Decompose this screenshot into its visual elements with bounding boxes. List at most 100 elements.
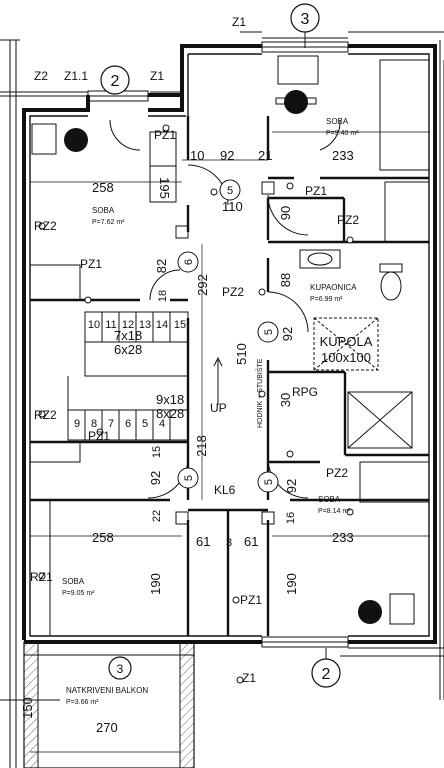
svg-text:10: 10 — [88, 319, 100, 331]
svg-text:3: 3 — [226, 537, 232, 549]
svg-text:92: 92 — [284, 479, 299, 493]
svg-text:5: 5 — [227, 185, 233, 197]
svg-text:270: 270 — [96, 720, 118, 735]
kupola-skylight — [313, 317, 379, 371]
axis-bubble-bottom-right: 2 — [311, 648, 341, 688]
dimension-lines — [30, 131, 430, 753]
svg-text:SOBA: SOBA — [326, 117, 349, 126]
room-labels: SOBA P=9.40 m² SOBA P=7.62 m² KUPAONICA … — [62, 117, 359, 706]
kupola-label: KUPOLA 100x100 — [320, 334, 373, 365]
svg-text:61: 61 — [244, 534, 258, 549]
svg-text:SOBA: SOBA — [62, 577, 85, 586]
svg-text:SOBA: SOBA — [318, 495, 341, 504]
svg-text:RZ1: RZ1 — [30, 570, 53, 584]
svg-text:P=7.62 m²: P=7.62 m² — [92, 219, 125, 226]
svg-text:PZ2: PZ2 — [326, 466, 348, 480]
balcony — [23, 641, 195, 768]
svg-text:92: 92 — [148, 471, 163, 485]
svg-text:Z1: Z1 — [242, 671, 256, 685]
stair-labels: 10 11 12 13 14 15 7x18 6x28 9x18 8x28 9 … — [74, 319, 186, 430]
svg-text:PZ2: PZ2 — [222, 285, 244, 299]
svg-text:Z1: Z1 — [232, 15, 246, 29]
svg-text:92: 92 — [220, 148, 234, 163]
svg-text:3: 3 — [117, 662, 124, 676]
axis-bubble-left: 2 — [100, 65, 130, 95]
svg-text:P=9.05 m²: P=9.05 m² — [62, 590, 95, 597]
svg-text:2: 2 — [111, 73, 120, 90]
svg-text:218: 218 — [194, 435, 209, 457]
svg-text:P=3.66 m²: P=3.66 m² — [66, 699, 99, 706]
svg-text:PZ1: PZ1 — [240, 593, 262, 607]
svg-text:22: 22 — [151, 510, 163, 522]
svg-text:4: 4 — [159, 418, 165, 430]
svg-text:9: 9 — [74, 418, 80, 430]
svg-text:10: 10 — [190, 148, 204, 163]
svg-text:510: 510 — [234, 343, 249, 365]
svg-text:KUPOLA: KUPOLA — [320, 334, 373, 349]
svg-text:Z1.1: Z1.1 — [64, 69, 88, 83]
svg-text:292: 292 — [195, 274, 210, 296]
door-number-circles: 5 6 5 5 5 — [177, 179, 279, 493]
svg-text:Z2: Z2 — [34, 69, 48, 83]
svg-text:11: 11 — [105, 319, 116, 331]
svg-text:190: 190 — [148, 573, 163, 595]
svg-text:90: 90 — [278, 206, 293, 220]
svg-text:8x28: 8x28 — [156, 406, 184, 421]
svg-text:RZ2: RZ2 — [34, 408, 57, 422]
svg-text:258: 258 — [92, 180, 114, 195]
axis-bubble-top: 3 — [290, 3, 320, 48]
svg-text:15: 15 — [174, 319, 186, 331]
svg-text:190: 190 — [284, 573, 299, 595]
svg-text:18: 18 — [157, 290, 169, 302]
svg-text:6x28: 6x28 — [114, 342, 142, 357]
svg-text:PZ1: PZ1 — [88, 429, 110, 443]
svg-text:KUPAONICA: KUPAONICA — [310, 283, 357, 292]
svg-text:3: 3 — [301, 11, 310, 28]
svg-text:258: 258 — [92, 530, 114, 545]
markers — [38, 124, 354, 684]
svg-text:92: 92 — [280, 327, 295, 341]
svg-text:5: 5 — [183, 475, 195, 481]
svg-text:KL6: KL6 — [214, 483, 236, 497]
boiler-symbol-left — [31, 123, 88, 155]
stairs — [67, 311, 223, 441]
svg-text:HODNIK + STUBIŠTE: HODNIK + STUBIŠTE — [255, 358, 264, 428]
dimension-texts: 10 92 21 233 195 258 110 90 82 292 18 88… — [20, 148, 354, 735]
svg-text:P=8.14 m²: P=8.14 m² — [318, 508, 351, 515]
outer-walls-inner-line — [29, 53, 430, 637]
svg-text:PZ1: PZ1 — [154, 128, 176, 142]
toilet — [379, 263, 403, 301]
svg-text:21: 21 — [258, 148, 272, 163]
svg-text:110: 110 — [222, 199, 243, 214]
boiler-symbol-bottom — [358, 593, 415, 625]
svg-text:PZ1: PZ1 — [80, 257, 102, 271]
svg-text:100x100: 100x100 — [321, 350, 371, 365]
svg-text:P=9.40 m²: P=9.40 m² — [326, 130, 359, 137]
svg-text:6: 6 — [125, 418, 131, 430]
sink — [299, 249, 341, 269]
svg-text:233: 233 — [332, 148, 354, 163]
svg-text:7x18: 7x18 — [114, 328, 142, 343]
svg-text:5: 5 — [263, 329, 275, 335]
svg-text:82: 82 — [154, 259, 169, 273]
svg-text:12: 12 — [122, 319, 134, 331]
svg-text:2: 2 — [322, 666, 331, 683]
svg-text:SOBA: SOBA — [92, 206, 115, 215]
svg-text:NATKRIVENI BALKON: NATKRIVENI BALKON — [66, 686, 148, 695]
svg-text:16: 16 — [285, 512, 297, 524]
svg-text:5: 5 — [142, 418, 148, 430]
svg-text:RPG: RPG — [292, 385, 318, 399]
svg-text:30: 30 — [278, 393, 293, 407]
svg-text:233: 233 — [332, 530, 354, 545]
svg-text:P=6.99 m²: P=6.99 m² — [310, 296, 343, 303]
shower — [347, 391, 413, 449]
svg-text:15: 15 — [151, 446, 163, 458]
neighbour-lines — [0, 31, 444, 768]
svg-text:8: 8 — [91, 418, 97, 430]
tags: Z1 Z2 Z1.1 Z1 PZ1 PZ1 PZ2 RZ2 PZ1 PZ2 RP… — [30, 15, 359, 685]
svg-text:RZ2: RZ2 — [34, 219, 57, 233]
svg-text:7: 7 — [108, 418, 114, 430]
svg-text:88: 88 — [278, 273, 293, 287]
svg-text:6: 6 — [183, 259, 195, 265]
